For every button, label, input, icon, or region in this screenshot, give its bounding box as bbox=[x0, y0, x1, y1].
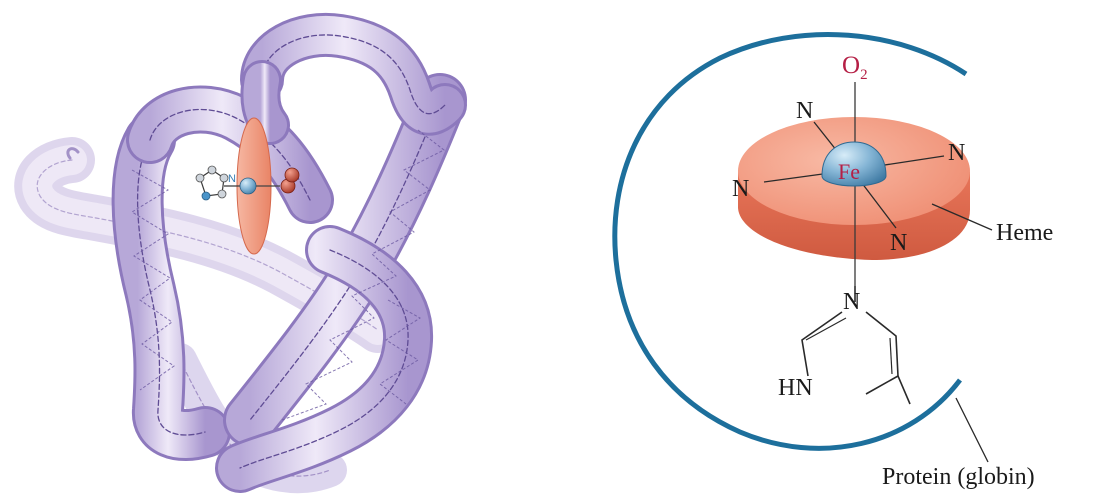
oxygen-label: O2 bbox=[842, 52, 868, 83]
ribbon-nitrogen-label: N bbox=[228, 173, 236, 185]
nitrogen-label-bottom: N bbox=[890, 230, 907, 256]
nitrogen-label-left: N bbox=[732, 176, 749, 202]
myoglobin-ribbon bbox=[37, 35, 445, 476]
protein-label: Protein (globin) bbox=[882, 464, 1035, 490]
ring-nh-label: HN bbox=[778, 375, 813, 401]
iron-label: Fe bbox=[838, 159, 860, 184]
ribbon-iron-atom bbox=[240, 178, 256, 194]
nitrogen-label-imidazole: N bbox=[843, 289, 860, 315]
protein-leader bbox=[956, 398, 988, 462]
nitrogen-label-right: N bbox=[948, 140, 965, 166]
nitrogen-label-top: N bbox=[796, 98, 813, 124]
heme-label: Heme bbox=[996, 220, 1053, 246]
heme-schematic: O2 N N N N Fe N HN Heme Protein (globin) bbox=[615, 34, 1054, 490]
